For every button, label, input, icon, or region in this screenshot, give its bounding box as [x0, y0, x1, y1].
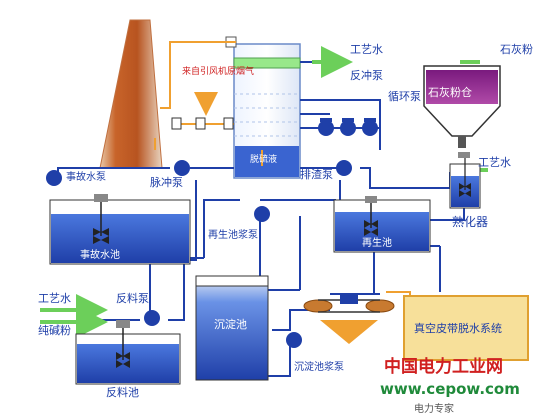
belt-filter-unit [303, 294, 529, 361]
label-process-water-right: 工艺水 [478, 156, 511, 169]
pump-icon [362, 118, 378, 136]
label-soda-ash: 纯碱粉 [38, 324, 71, 337]
pump-icon [144, 310, 160, 326]
label-slaker: 熟化器 [452, 214, 488, 229]
inlet-damper [171, 117, 182, 130]
pump-icon [318, 118, 334, 136]
label-feed-pool: 反料池 [106, 385, 139, 399]
label-process-water-left: 工艺水 [38, 292, 71, 305]
label-accident-pool: 事故水池 [80, 248, 120, 261]
label-settling-pump: 沉淀池浆泵 [294, 360, 344, 373]
watermark-site-url: www.cepow.com [380, 380, 520, 398]
settling-pool-tank [195, 275, 269, 381]
label-process-water-top: 工艺水 [350, 43, 383, 56]
label-limestone-powder: 石灰粉 [500, 42, 533, 56]
label-discharge-pump: 排渣泵 [300, 167, 333, 181]
regeneration-pool-tank [333, 196, 431, 253]
slaker-tank [449, 152, 481, 209]
watermark-handle: 电力专家 [414, 402, 454, 415]
label-tower-sump: 脱硫液 [250, 153, 277, 165]
pump-icon [336, 160, 352, 176]
lime-silo [423, 65, 501, 148]
label-backflush-pump: 反冲泵 [350, 68, 383, 82]
label-accident-pump: 事故水泵 [66, 170, 106, 183]
label-lime-silo: 石灰粉仓 [428, 85, 472, 99]
accident-pool-tank [49, 194, 191, 265]
inlet-damper-2 [195, 117, 206, 130]
label-regeneration-pool: 再生池 [362, 236, 392, 249]
watermark-site-name: 中国电力工业网 [384, 356, 503, 377]
pump-icon [286, 332, 302, 348]
pump-icon [46, 170, 62, 186]
pump-icon [174, 160, 190, 176]
pump-icon [254, 206, 270, 222]
label-regeneration-pump: 再生池浆泵 [208, 228, 258, 241]
inlet-damper-3 [223, 117, 234, 130]
chimney [99, 19, 163, 169]
label-flue-gas-inlet: 来自引风机原烟气 [182, 65, 254, 77]
label-circulation-pump: 循环泵 [388, 90, 421, 103]
feed-pool-tank [75, 320, 181, 385]
label-settling-pool: 沉淀池 [214, 317, 247, 331]
label-pulse-pump: 脉冲泵 [150, 175, 183, 189]
label-feed-pump: 反料泵 [116, 291, 149, 305]
label-belt-filter-system: 真空皮带脱水系统 [414, 321, 502, 335]
pump-icon [340, 118, 356, 136]
